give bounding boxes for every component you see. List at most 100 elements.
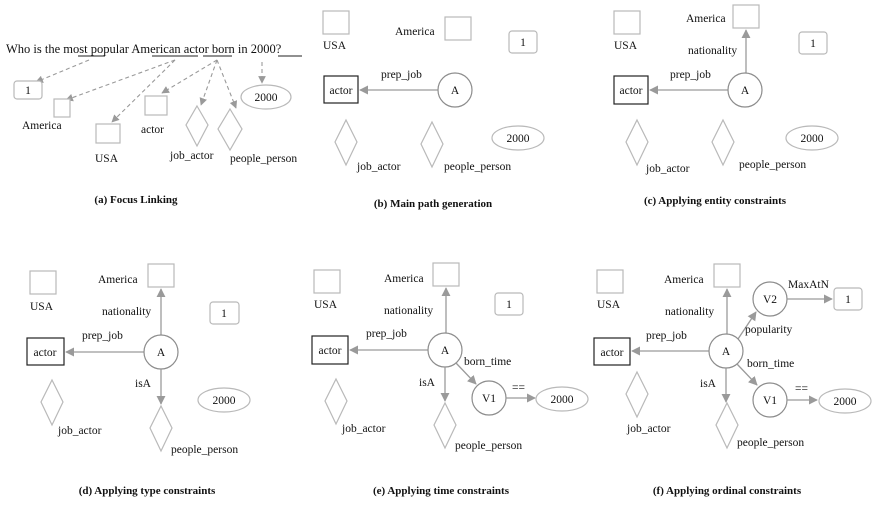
caption-d: (d) Applying type constraints — [79, 485, 216, 497]
entity-america: America — [384, 273, 424, 285]
edge-born-time — [455, 362, 477, 385]
entity-usa: USA — [30, 301, 54, 313]
edge-label-prep-job: prep_job — [366, 328, 407, 340]
caption-e: (e) Applying time constraints — [373, 485, 510, 497]
node-v1-label: V1 — [482, 393, 496, 405]
edge-label-popularity: popularity — [745, 324, 793, 336]
entity-usa: USA — [323, 40, 347, 52]
job-actor-diamond — [625, 370, 649, 419]
year-ellipse — [491, 125, 545, 151]
people-person-diamond — [715, 401, 739, 450]
job-actor-diamond — [185, 104, 209, 148]
edge-label-nationality: nationality — [665, 306, 714, 318]
actor-label: actor — [601, 347, 624, 359]
entity-box-america — [732, 4, 760, 29]
edge-label-equals: == — [512, 382, 525, 394]
year-ellipse — [535, 386, 589, 412]
node-a-label: A — [741, 85, 750, 97]
caption-c: (c) Applying entity constraints — [644, 195, 787, 207]
number-one-box — [798, 31, 828, 55]
node-v2-label: V2 — [763, 294, 777, 306]
edge-label-nationality: nationality — [688, 45, 737, 57]
entity-america: America — [98, 274, 138, 286]
entity-box-america — [713, 263, 741, 288]
link-most-1 — [35, 59, 90, 83]
job-actor-diamond — [334, 118, 358, 167]
number-one: 1 — [810, 38, 816, 50]
edge-label-prep-job: prep_job — [670, 69, 711, 81]
type-box-actor — [144, 95, 168, 116]
node-a — [727, 72, 763, 108]
node-a-label: A — [722, 346, 731, 358]
people-person-diamond — [149, 404, 173, 453]
job-actor-label: job_actor — [626, 423, 671, 435]
entity-box-usa — [95, 123, 121, 144]
year-ellipse — [197, 387, 251, 413]
entity-america: America — [395, 26, 435, 38]
job-actor-label: job_actor — [645, 163, 690, 175]
job-actor-label: job_actor — [169, 150, 214, 162]
panel-d: USA America nationality 1 prep_job actor… — [26, 263, 251, 497]
edge-label-isa: isA — [419, 377, 436, 389]
entity-box-america — [53, 98, 71, 118]
entity-box-america — [432, 262, 460, 287]
actor-label: actor — [34, 347, 57, 359]
entity-box-america — [147, 263, 175, 288]
year-label: 2000 — [551, 394, 574, 406]
number-one: 1 — [25, 85, 31, 97]
year-label: 2000 — [213, 395, 236, 407]
people-person-diamond — [217, 107, 243, 152]
link-actor-people-person — [216, 59, 238, 109]
node-a — [437, 72, 473, 108]
panel-a: Who is the most popular American actor b… — [6, 42, 302, 206]
edge-label-nationality: nationality — [384, 305, 433, 317]
actor-label: actor — [319, 345, 342, 357]
edge-label-born-time: born_time — [464, 356, 511, 368]
actor-box — [593, 337, 631, 366]
people-person-label: people_person — [739, 159, 806, 171]
job-actor-label: job_actor — [356, 161, 401, 173]
actor-box — [323, 75, 359, 104]
edge-label-isa: isA — [135, 378, 152, 390]
entity-box-usa — [596, 269, 624, 294]
node-a-label: A — [441, 345, 450, 357]
entity-usa: USA — [314, 299, 338, 311]
node-a-label: A — [157, 347, 166, 359]
people-person-label: people_person — [737, 437, 804, 449]
question-text: Who is the most popular American actor b… — [6, 42, 282, 56]
number-one: 1 — [221, 308, 227, 320]
year-ellipse — [240, 84, 292, 110]
node-a-label: A — [451, 85, 460, 97]
year-label: 2000 — [507, 133, 530, 145]
number-one: 1 — [520, 37, 526, 49]
number-one: 1 — [506, 299, 512, 311]
entity-usa: USA — [597, 299, 621, 311]
people-person-label: people_person — [444, 161, 511, 173]
edge-label-prep-job: prep_job — [82, 330, 123, 342]
number-one-box — [13, 80, 43, 100]
number-one-box — [209, 301, 240, 325]
panel-c: USA America nationality 1 prep_job actor… — [613, 4, 839, 207]
actor-box — [26, 337, 65, 366]
entity-box-usa — [29, 270, 57, 295]
entity-box-usa — [613, 10, 641, 35]
job-actor-label: job_actor — [57, 425, 102, 437]
year-ellipse — [818, 388, 872, 414]
entity-america: America — [22, 120, 62, 132]
people-person-label: people_person — [171, 444, 238, 456]
entity-usa: USA — [95, 153, 119, 165]
year-ellipse — [785, 125, 839, 151]
number-one: 1 — [845, 294, 851, 306]
actor-label: actor — [620, 85, 643, 97]
edge-label-prep-job: prep_job — [646, 330, 687, 342]
link-actor-job-actor — [199, 59, 218, 106]
entity-america: America — [664, 274, 704, 286]
people-person-diamond — [433, 401, 457, 450]
node-v1-label: V1 — [763, 395, 777, 407]
edge-label-prep-job: prep_job — [381, 69, 422, 81]
people-person-diamond — [711, 118, 735, 167]
caption-f: (f) Applying ordinal constraints — [653, 485, 802, 497]
edge-label-equals: == — [795, 383, 808, 395]
year-label: 2000 — [834, 396, 857, 408]
